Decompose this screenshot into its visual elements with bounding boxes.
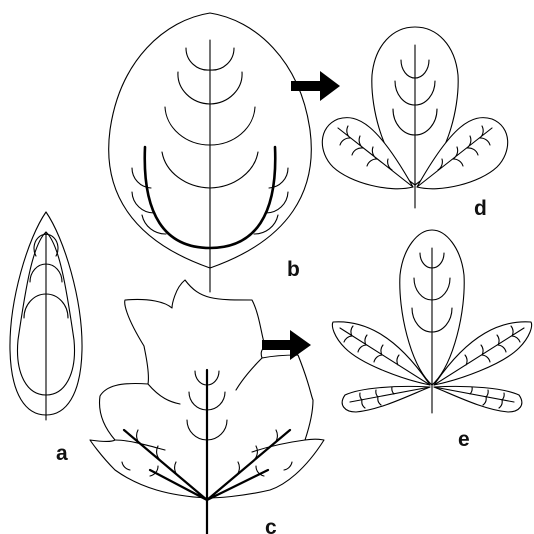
- label-d: d: [474, 197, 487, 220]
- label-a: a: [56, 442, 68, 465]
- leaf-b: [109, 13, 312, 292]
- label-e: e: [458, 428, 470, 451]
- leaf-e-lower-left-leaflet: [342, 386, 430, 412]
- label-b: b: [287, 258, 300, 281]
- leaf-e-lower-right-leaflet: [434, 386, 522, 412]
- leaf-c: [90, 280, 324, 534]
- leaf-a: [10, 212, 82, 420]
- leaf-e: [332, 230, 531, 413]
- leaf-d: [322, 27, 507, 208]
- label-c: c: [265, 516, 277, 534]
